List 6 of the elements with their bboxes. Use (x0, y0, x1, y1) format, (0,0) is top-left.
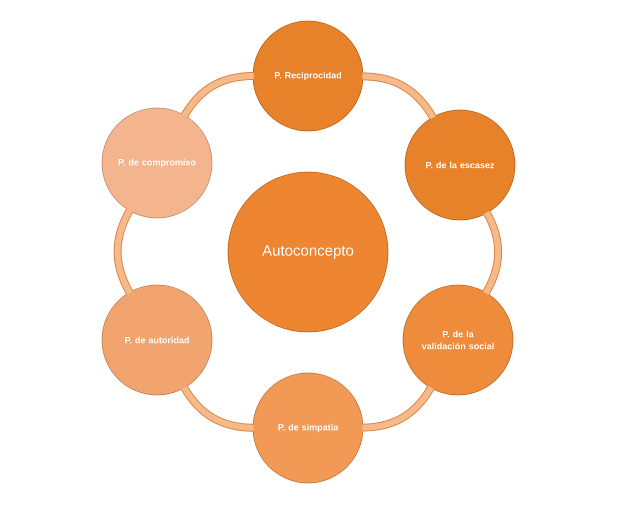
ring-arc (362, 385, 435, 432)
ring-arc (362, 72, 436, 120)
ring-arc (180, 72, 254, 118)
ring-arc (114, 208, 134, 295)
ring-arc (482, 210, 502, 296)
ring-arc (180, 385, 254, 432)
